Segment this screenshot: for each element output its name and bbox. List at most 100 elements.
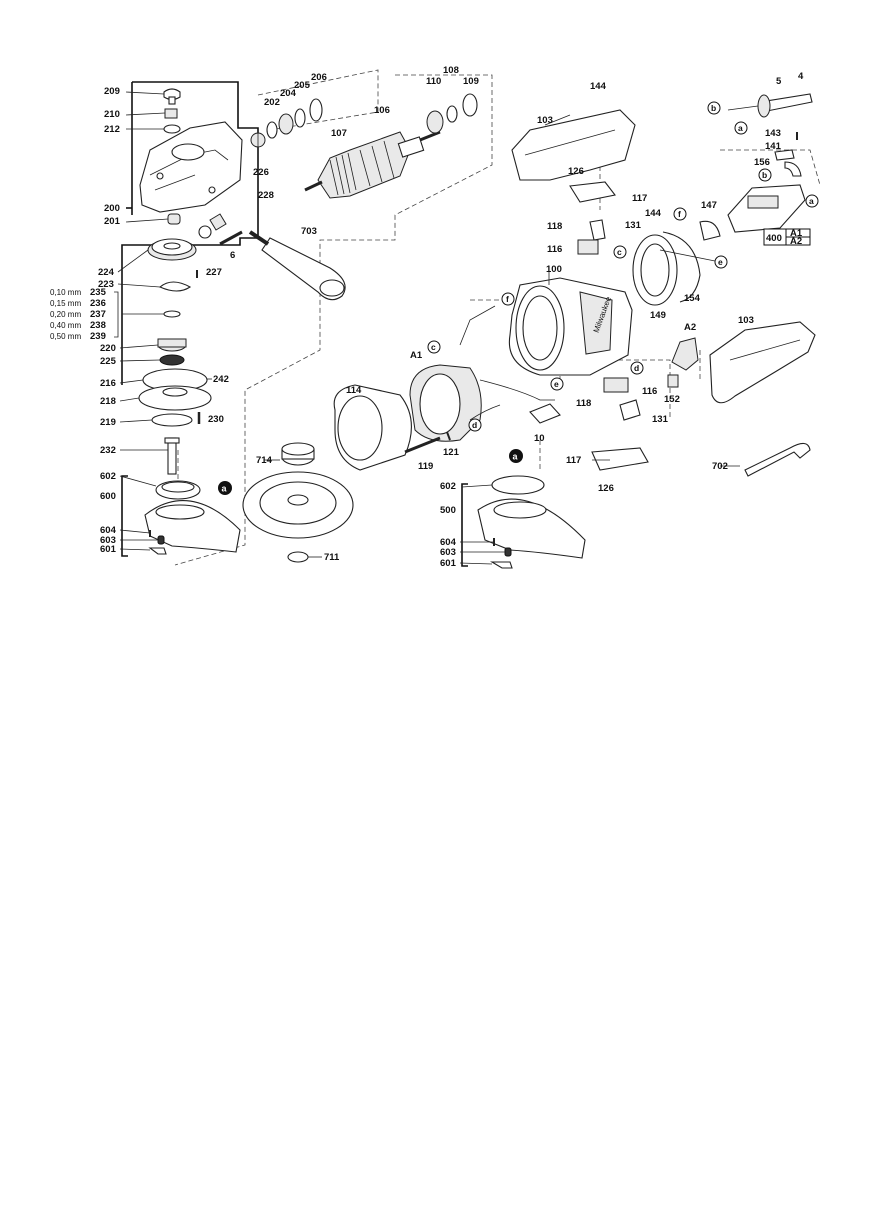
label-147: 147 xyxy=(701,200,717,211)
leader-lines xyxy=(117,91,740,565)
label-4: 4 xyxy=(798,71,804,82)
handle-cord-assembly xyxy=(667,93,816,477)
switch-116b xyxy=(603,377,629,393)
label-600: 600 xyxy=(100,491,116,502)
marker-a-filled-2: a xyxy=(513,452,519,462)
handle-half-103a xyxy=(511,109,636,181)
marker-d-2: d xyxy=(472,420,477,430)
board-variant-box: 400 A1 A2 xyxy=(763,228,811,247)
label-117b: 117 xyxy=(566,455,581,466)
label-703: 703 xyxy=(301,226,317,237)
bearing-225 xyxy=(159,354,185,366)
label-119: 119 xyxy=(418,461,433,472)
label-219: 219 xyxy=(100,417,116,428)
label-236: 236 xyxy=(90,298,106,309)
label-206: 206 xyxy=(311,72,327,83)
label-116a: 116 xyxy=(547,244,562,255)
label-A1: A1 xyxy=(410,350,423,361)
label-228: 228 xyxy=(258,190,274,201)
label-200: 200 xyxy=(104,203,120,214)
label-108: 108 xyxy=(443,65,459,76)
label-143: 143 xyxy=(765,128,781,139)
label-226: 226 xyxy=(253,167,269,178)
label-210: 210 xyxy=(104,109,120,120)
marker-d-1: d xyxy=(634,363,639,373)
label-131b: 131 xyxy=(652,414,669,425)
label-225: 225 xyxy=(100,356,117,367)
o-ring-219 xyxy=(151,413,193,427)
label-218: 218 xyxy=(100,396,116,407)
marker-f-2: f xyxy=(506,294,509,304)
label-239: 239 xyxy=(90,331,106,342)
label-116b: 116 xyxy=(642,386,657,397)
part-205 xyxy=(294,108,306,128)
marker-c-1: c xyxy=(617,247,622,257)
bearing-110 xyxy=(426,110,444,134)
label-400: 400 xyxy=(766,233,782,244)
label-118a: 118 xyxy=(547,221,562,232)
label-202: 202 xyxy=(264,97,280,108)
label-5: 5 xyxy=(776,76,782,87)
label-114: 114 xyxy=(346,385,362,396)
label-144a: 144 xyxy=(590,81,607,92)
thickness-237: 0,20 mm xyxy=(50,310,81,319)
marker-f-1: f xyxy=(678,209,681,219)
cover-117b xyxy=(591,447,649,471)
label-10: 10 xyxy=(534,433,545,444)
thickness-238: 0,40 mm xyxy=(50,321,81,330)
label-131a: 131 xyxy=(625,220,642,231)
motor-housing-assembly: Milwaukee xyxy=(333,109,701,569)
spindle-lock-button xyxy=(163,88,181,101)
label-232: 232 xyxy=(100,445,116,456)
label-602b: 602 xyxy=(440,481,456,492)
label-A2: A2 xyxy=(684,322,696,333)
ring-206 xyxy=(309,98,323,122)
pad-10 xyxy=(529,403,561,424)
plate-223 xyxy=(158,281,192,292)
label-227: 227 xyxy=(206,267,222,278)
label-149: 149 xyxy=(650,310,666,321)
label-126b: 126 xyxy=(598,483,614,494)
label-604a: 604 xyxy=(100,525,117,536)
label-216: 216 xyxy=(100,378,116,389)
label-224: 224 xyxy=(98,267,115,278)
label-110: 110 xyxy=(426,76,441,87)
label-604b: 604 xyxy=(440,537,457,548)
label-156: 156 xyxy=(754,157,770,168)
label-711: 711 xyxy=(324,552,340,563)
connection-markers: a a b a b a f c e f c d e d xyxy=(218,101,819,495)
label-220: 220 xyxy=(100,343,116,354)
label-209: 209 xyxy=(104,86,120,97)
marker-a-2: a xyxy=(809,196,814,206)
label-201: 201 xyxy=(104,216,121,227)
marker-b-1: b xyxy=(711,103,716,113)
label-212: 212 xyxy=(104,124,120,135)
label-100: 100 xyxy=(546,264,562,275)
marker-a-filled-1: a xyxy=(222,484,228,494)
marker-c-2: c xyxy=(431,342,436,352)
label-601a: 601 xyxy=(100,544,117,555)
part-labels: 209 210 212 200 201 202 204 205 206 106 … xyxy=(50,65,811,569)
gear-housing xyxy=(139,121,243,213)
label-121: 121 xyxy=(443,447,460,458)
cover-117a xyxy=(569,181,616,203)
washer-202 xyxy=(266,121,278,139)
label-702: 702 xyxy=(712,461,728,472)
label-141: 141 xyxy=(765,141,782,152)
label-603a: 603 xyxy=(100,535,116,546)
thickness-236: 0,15 mm xyxy=(50,299,81,308)
label-107: 107 xyxy=(331,128,347,139)
switch-116a xyxy=(577,239,599,255)
label-117a: 117 xyxy=(632,193,647,204)
label-223: 223 xyxy=(98,279,114,290)
label-204: 204 xyxy=(280,88,297,99)
clamp-ring-602b xyxy=(491,475,545,495)
label-A2b: A2 xyxy=(790,236,802,247)
label-152: 152 xyxy=(664,394,680,405)
marker-e-2: e xyxy=(554,379,559,389)
clamp-156 xyxy=(784,161,802,177)
ring-212 xyxy=(163,124,181,134)
label-601b: 601 xyxy=(440,558,457,569)
cord-protector-5 xyxy=(757,94,771,118)
marker-b-2: b xyxy=(762,170,767,180)
